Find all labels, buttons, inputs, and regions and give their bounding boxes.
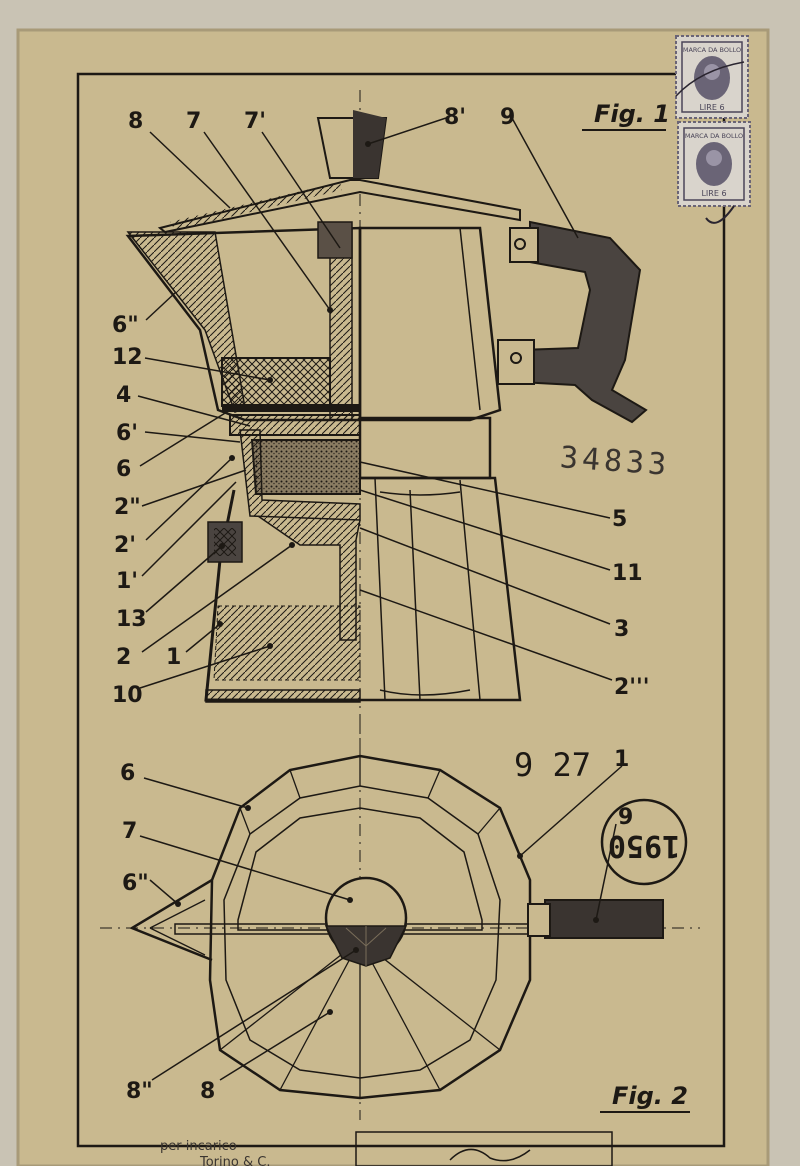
fig1-label-8: 8 (128, 109, 143, 134)
fig2-top-view (100, 720, 700, 1120)
coffee-basket (250, 439, 361, 495)
fig2-label-6-dprime: 6" (122, 871, 149, 896)
drawing-frame (76, 72, 726, 1148)
code-number: 9 27 (514, 746, 591, 784)
stamp-bottom-value: LIRE 6 (701, 189, 726, 198)
fig1-callout-labels: 8 7 7' 8' 9 6" 12 4 6' 6 2" 2' 1' 13 2 1… (112, 100, 670, 708)
fig1-label-5: 5 (612, 507, 627, 532)
pen-stroke (705, 205, 735, 224)
fig2-label-9: 9 (618, 805, 633, 830)
fig1-label-7-prime: 7' (244, 109, 266, 134)
water-level (213, 605, 361, 681)
fig1-label-9: 9 (500, 105, 515, 130)
serial-number-stamp: 34833 (559, 440, 671, 483)
fig2-title: Fig. 2 (612, 1082, 688, 1110)
fig1-title: Fig. 1 (594, 100, 670, 128)
round-stamp-year: 1950 (608, 828, 680, 863)
upper-filter-mesh (221, 357, 331, 407)
fig1-label-8-prime: 8' (444, 105, 466, 130)
fig2-label-6: 6 (120, 761, 135, 786)
handle-top-view (544, 899, 664, 939)
stamp-top-caption: MARCA DA BOLLO (683, 46, 741, 54)
stamp-top-value: LIRE 6 (699, 103, 724, 112)
fig1-label-2: 2 (116, 645, 131, 670)
fig1-label-2-dprime: 2" (114, 495, 141, 520)
fig1-label-11: 11 (612, 561, 643, 586)
bottom-stamp-box (355, 1131, 613, 1166)
bottom-company: Torino & C. (199, 1155, 270, 1166)
fig1-label-3: 3 (614, 617, 629, 642)
fig2-label-7: 7 (122, 819, 137, 844)
fig1-label-12: 12 (112, 345, 143, 370)
revenue-stamp-top: MARCA DA BOLLO LIRE 6 (675, 35, 749, 119)
round-date-stamp: 1950 (600, 798, 688, 886)
fig2-callout-labels: 6 7 6" 8" 8 1 9 Fig. 2 (120, 747, 690, 1113)
fig1-label-6-prime: 6' (116, 421, 138, 446)
bottom-note: per incarico (160, 1139, 237, 1154)
revenue-stamp-bottom: MARCA DA BOLLO LIRE 6 (677, 121, 751, 207)
fig1-label-7: 7 (186, 109, 201, 134)
fig1-label-1-prime: 1' (116, 569, 138, 594)
fig1-label-13: 13 (116, 607, 147, 632)
boiler-exterior (360, 476, 522, 702)
fig2-label-8-dprime: 8" (126, 1079, 153, 1104)
fig2-label-8: 8 (200, 1079, 215, 1104)
stamp-bottom-caption: MARCA DA BOLLO (685, 132, 743, 140)
fig1-section-view (125, 90, 648, 760)
fig1-label-4: 4 (116, 383, 131, 408)
fig1-label-2-prime: 2' (114, 533, 136, 558)
paper-sheet (18, 30, 768, 1166)
fig1-label-6: 6 (116, 457, 131, 482)
fig1-label-6-dprime: 6" (112, 313, 139, 338)
fig2-label-1: 1 (614, 747, 629, 772)
fig1-label-10: 10 (112, 683, 143, 708)
spout (129, 878, 213, 962)
handle (497, 210, 648, 424)
fig1-label-2-tprime: 2''' (614, 675, 650, 700)
fig1-label-1: 1 (166, 645, 181, 670)
